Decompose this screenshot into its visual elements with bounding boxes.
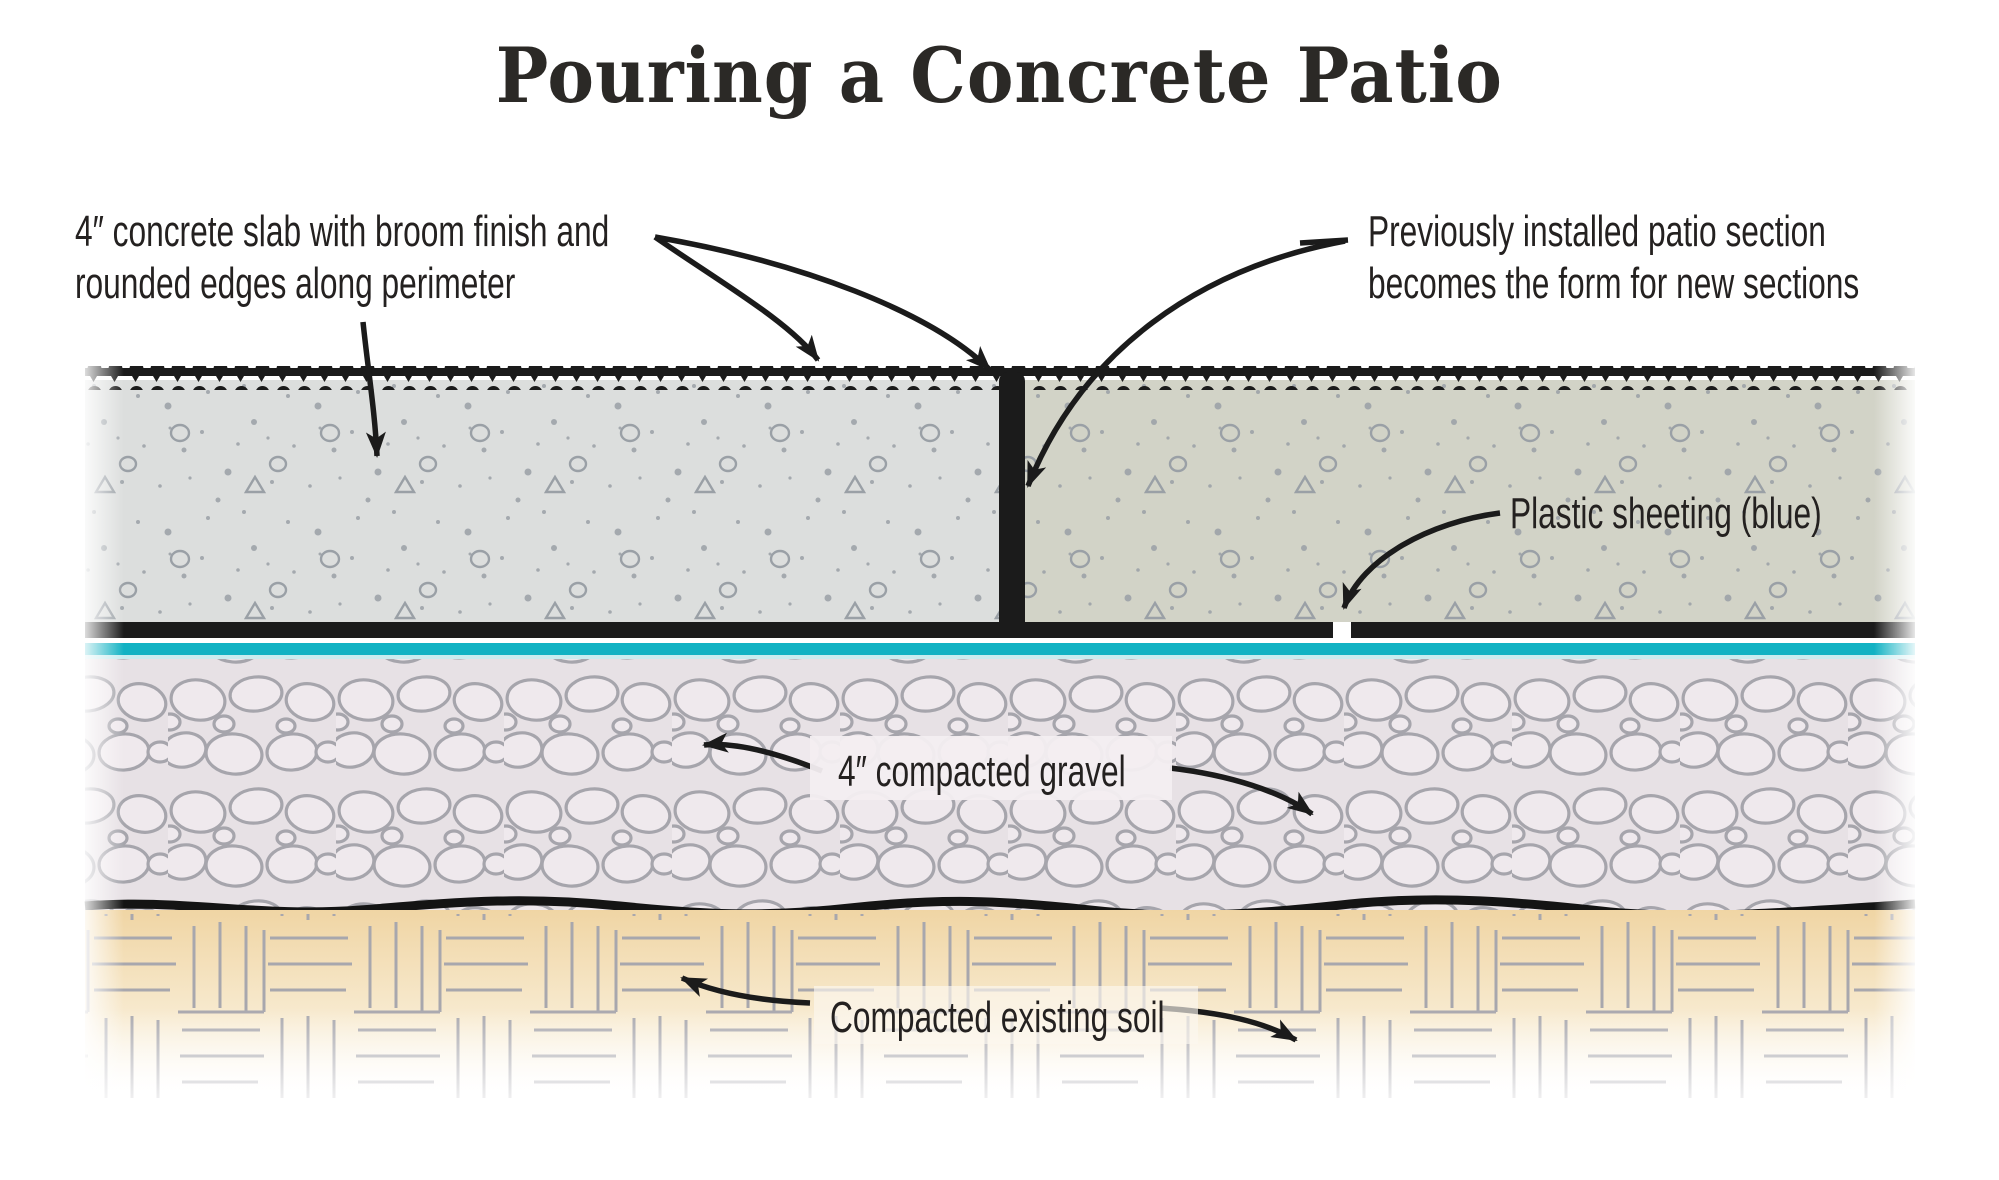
arrow-previous-section xyxy=(1025,238,1346,488)
arrow-slab-surface xyxy=(653,234,821,362)
slab-label-line2: rounded edges along perimeter xyxy=(75,259,516,308)
leader-arrows xyxy=(360,234,1501,1043)
arrow-slab-edge xyxy=(654,234,992,372)
existing-concrete-slab xyxy=(1025,380,1915,622)
arrow-gravel-right xyxy=(1169,765,1314,817)
arrow-soil-left xyxy=(680,975,811,1006)
gravel-label: 4″ compacted gravel xyxy=(838,747,1126,796)
arrow-plastic-sheeting xyxy=(1341,510,1501,610)
plastic-sheeting-label: Plastic sheeting (blue) xyxy=(1510,489,1822,538)
previous-section-label-line1: Previously installed patio section xyxy=(1368,207,1826,256)
slab-bottom-line-gap xyxy=(1333,622,1351,638)
previous-section-label-line2: becomes the form for new sections xyxy=(1368,259,1860,308)
right-edge-fade xyxy=(1874,358,1920,1108)
arrow-slab-body xyxy=(360,321,386,458)
plastic-sheeting-line xyxy=(85,643,1915,659)
arrow-gravel-left xyxy=(702,732,824,774)
control-joint xyxy=(999,372,1025,638)
slab-bottom-line xyxy=(85,622,1915,638)
soil-label-box xyxy=(814,986,1198,1044)
slab-label-line1: 4″ concrete slab with broom finish and xyxy=(75,207,610,256)
new-concrete-slab xyxy=(85,380,999,622)
page-title: Pouring a Concrete Patio xyxy=(495,31,1503,120)
arrow-previous-tail xyxy=(1299,237,1349,246)
gravel-label-box xyxy=(810,736,1172,800)
left-edge-fade xyxy=(78,358,124,1108)
soil-label: Compacted existing soil xyxy=(830,993,1165,1042)
